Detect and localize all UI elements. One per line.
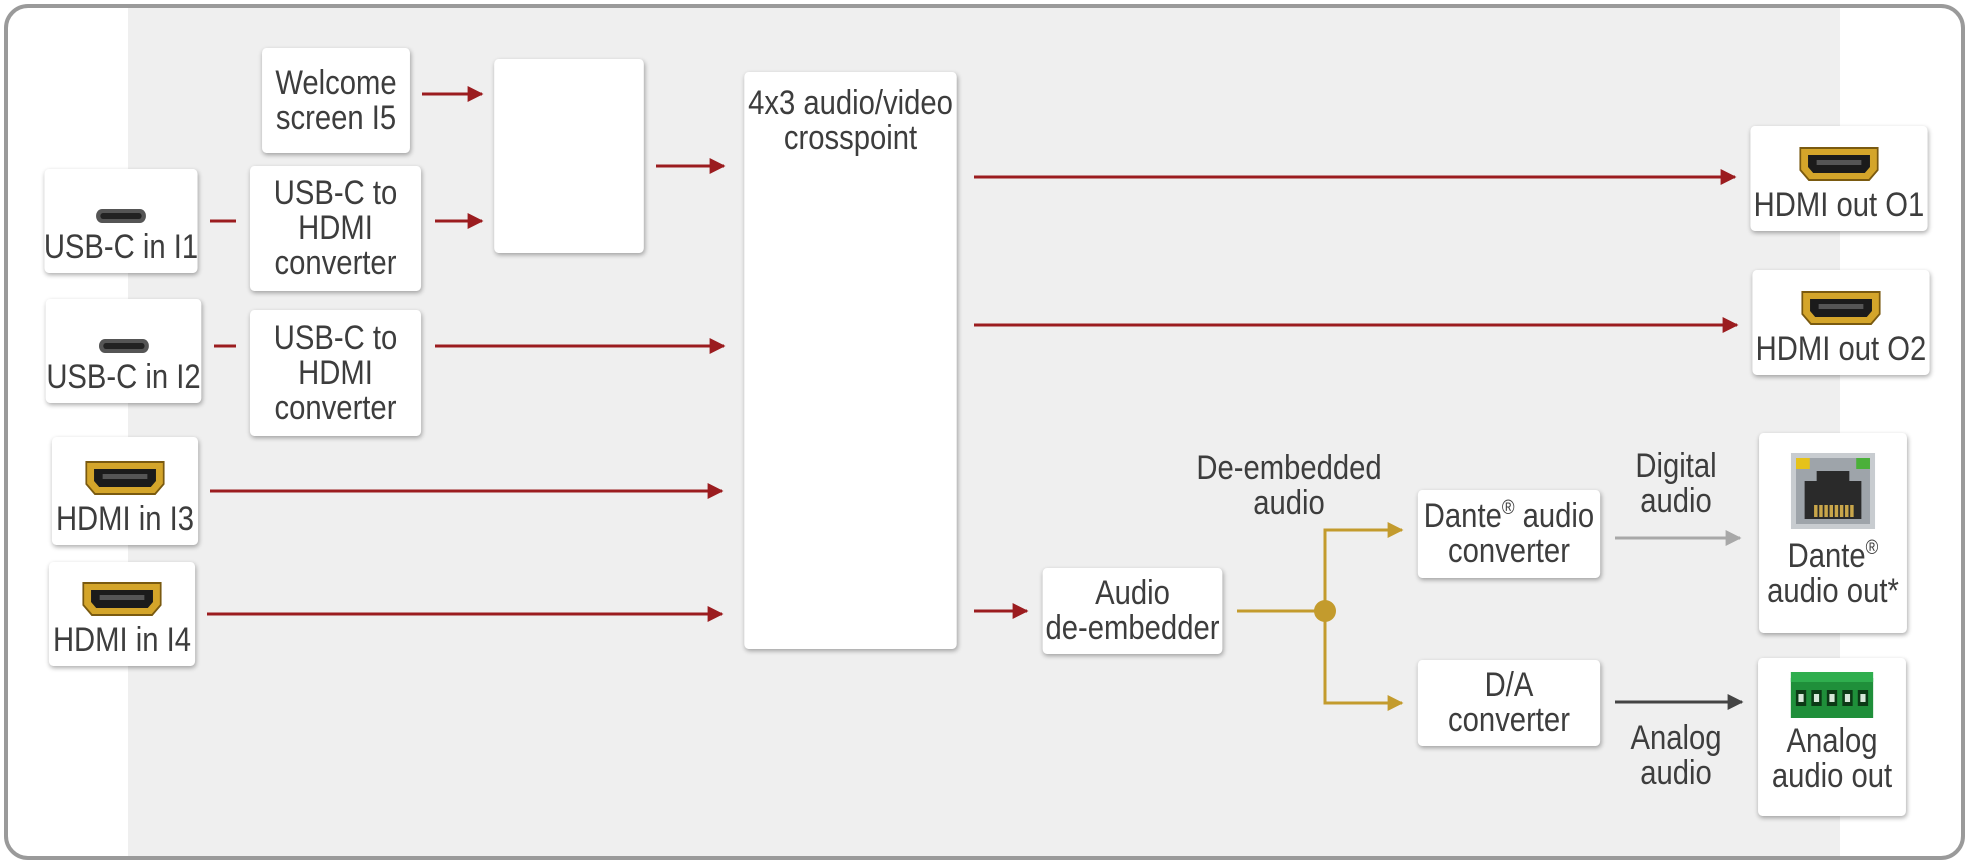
audio-split-junction — [1314, 600, 1336, 622]
usbc-in-i2: USB-C in I2 — [45, 299, 202, 403]
usb-c-port-icon — [96, 209, 146, 223]
hdmi-port-icon — [1801, 291, 1881, 325]
dante-converter-line2: converter — [1448, 532, 1570, 570]
analog-audio-label: Analog audio — [1624, 721, 1727, 791]
dante-out-word: Dante — [1787, 537, 1866, 575]
digital-audio-line2: audio — [1640, 482, 1712, 520]
dante-converter-word2: audio — [1514, 497, 1595, 535]
dante-out-line1: Dante® — [1787, 537, 1879, 575]
hdmi-out-o1: HDMI out O1 — [1750, 126, 1928, 231]
analog-audio-line2: audio — [1640, 754, 1712, 792]
welcome-screen-line2: screen I5 — [275, 98, 397, 137]
converter-2-line3: converter — [274, 388, 397, 427]
hdmi-out-o1-label: HDMI out O1 — [1753, 186, 1925, 224]
converter-1-line1: USB-C to — [273, 174, 398, 212]
usbc-to-hdmi-converter-1: USB-C to HDMI converter — [249, 166, 422, 291]
rj45-port-icon — [1790, 453, 1876, 529]
dante-converter-word: Dante — [1423, 497, 1502, 535]
hdmi-in-i3: HDMI in I3 — [51, 437, 199, 545]
digital-audio-line1: Digital — [1635, 447, 1717, 485]
crosspoint-title-line1: 4x3 audio/video — [748, 84, 953, 122]
welcome-screen-i5: Welcome screen I5 — [262, 48, 410, 153]
dante-out-reg: ® — [1865, 537, 1879, 559]
analog-out-line2: audio out — [1771, 757, 1893, 795]
deembedder-line2: de-embedder — [1045, 609, 1220, 647]
dante-out-line2: audio out* — [1767, 572, 1899, 610]
hdmi-in-i4: HDMI in I4 — [48, 562, 196, 666]
hdmi-in-i3-label: HDMI in I3 — [55, 500, 195, 538]
input-selector-switch — [494, 59, 644, 253]
wire-junction-to-da-converter — [1323, 611, 1404, 711]
crosspoint-matrix: 4x3 audio/video crosspoint — [744, 72, 957, 649]
usbc-in-i2-label: USB-C in I2 — [46, 358, 201, 396]
de-embedded-audio-line1: De-embedded — [1196, 449, 1382, 487]
usbc-to-hdmi-converter-2: USB-C to HDMI converter — [249, 310, 422, 436]
da-converter-line2: converter — [1448, 701, 1570, 739]
converter-1-line3: converter — [274, 244, 397, 282]
d-a-converter: D/A converter — [1417, 660, 1601, 746]
dante-audio-out: Dante® audio out* — [1759, 433, 1907, 633]
hdmi-out-o2-label: HDMI out O2 — [1755, 330, 1927, 368]
crosspoint-title-line2: crosspoint — [783, 119, 918, 157]
converter-2-line2: HDMI — [298, 353, 373, 392]
hdmi-in-i4-label: HDMI in I4 — [52, 621, 192, 659]
audio-de-embedder: Audio de-embedder — [1042, 568, 1223, 654]
de-embedded-audio-label: De-embedded audio — [1194, 451, 1385, 521]
dante-converter-reg: ® — [1501, 497, 1515, 519]
hdmi-port-icon — [1799, 147, 1879, 181]
deembedder-line1: Audio — [1095, 574, 1170, 612]
analog-audio-line1: Analog — [1630, 719, 1722, 757]
analog-audio-out: Analog audio out — [1758, 658, 1906, 816]
dante-audio-converter: Dante® audio converter — [1417, 490, 1601, 578]
analog-out-line1: Analog — [1786, 722, 1878, 760]
diagram-frame — [4, 4, 1965, 860]
wire-junction-to-dante-converter — [1323, 522, 1404, 611]
de-embedded-audio-line2: audio — [1253, 484, 1325, 522]
usbc-in-i1-label: USB-C in I1 — [43, 228, 199, 266]
digital-audio-label: Digital audio — [1624, 449, 1727, 519]
hdmi-port-icon — [82, 582, 162, 616]
welcome-screen-line1: Welcome — [275, 63, 397, 102]
dante-converter-line1: Dante® audio — [1423, 497, 1595, 535]
terminal-block-icon — [1790, 672, 1874, 718]
converter-1-line2: HDMI — [298, 209, 373, 247]
usb-c-port-icon — [98, 339, 149, 353]
hdmi-port-icon — [85, 461, 165, 495]
da-converter-line1: D/A — [1484, 666, 1534, 704]
converter-2-line1: USB-C to — [273, 318, 398, 357]
hdmi-out-o2: HDMI out O2 — [1752, 270, 1930, 375]
usbc-in-i1: USB-C in I1 — [43, 169, 199, 273]
